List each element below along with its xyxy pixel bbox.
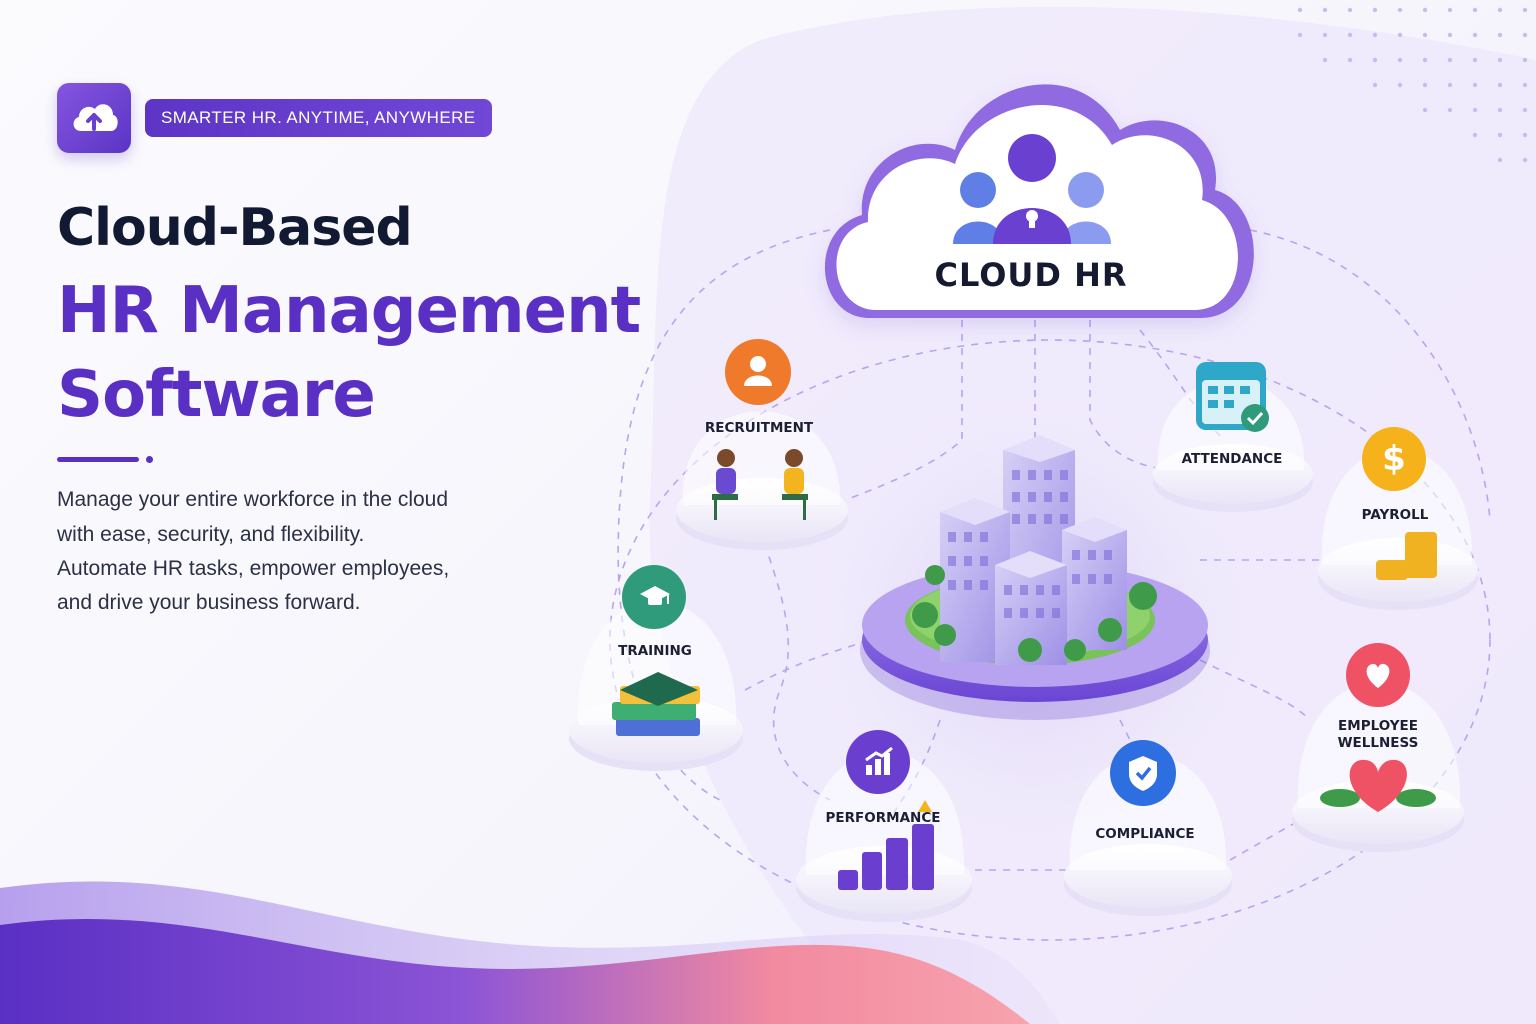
- interview-illustration: [712, 449, 808, 520]
- accent-dot: [146, 456, 153, 463]
- chart-growth-icon: [865, 746, 893, 775]
- coin-stacks: [1376, 532, 1437, 580]
- headline-line-3: Software: [57, 358, 376, 432]
- employee-wellness-line-2: WELLNESS: [1337, 735, 1419, 751]
- cloud-upload-icon: [73, 104, 118, 131]
- training-label: TRAINING: [618, 643, 692, 659]
- dollar-icon: $: [1382, 440, 1406, 478]
- description-line-1: Manage your entire workforce in the clou…: [57, 488, 449, 511]
- books-illustration: [612, 672, 700, 736]
- city-platform: [860, 435, 1210, 720]
- cloud-hub: [824, 84, 1254, 318]
- bar-chart-illustration: [838, 800, 934, 890]
- module-discs: [569, 339, 1478, 922]
- employee-wellness-label: EMPLOYEE WELLNESS: [1318, 718, 1438, 752]
- calendar-check-icon: [1196, 362, 1266, 430]
- description-line-2: with ease, security, and flexibility.: [57, 523, 365, 546]
- tagline-badge: SMARTER HR. ANYTIME, ANYWHERE: [145, 99, 492, 137]
- recruitment-label: RECRUITMENT: [704, 420, 814, 436]
- heart-leaves-illustration: [1320, 759, 1436, 812]
- headline-line-2: HR Management: [57, 274, 641, 348]
- shield-check-icon: [1129, 756, 1157, 791]
- graduation-cap-icon: [640, 586, 670, 605]
- brand-logo: [57, 83, 131, 153]
- payroll-label: PAYROLL: [1361, 507, 1429, 523]
- compliance-label: COMPLIANCE: [1095, 826, 1195, 842]
- heart-icon: [1366, 663, 1390, 688]
- team-lock-icon: [953, 134, 1111, 244]
- cloud-hr-label: CLOUD HR: [934, 256, 1128, 294]
- accent-divider: [57, 457, 139, 462]
- headline-line-1: Cloud-Based: [57, 198, 413, 258]
- performance-label: PERFORMANCE: [825, 810, 941, 826]
- svg-text:$: $: [1382, 440, 1406, 478]
- dot-grid-decoration: [1297, 7, 1528, 163]
- user-icon: [742, 356, 774, 388]
- description-line-3: Automate HR tasks, empower employees,: [57, 557, 450, 580]
- description-line-4: and drive your business forward.: [57, 591, 361, 614]
- employee-wellness-line-1: EMPLOYEE: [1338, 718, 1418, 734]
- attendance-label: ATTENDANCE: [1181, 451, 1283, 467]
